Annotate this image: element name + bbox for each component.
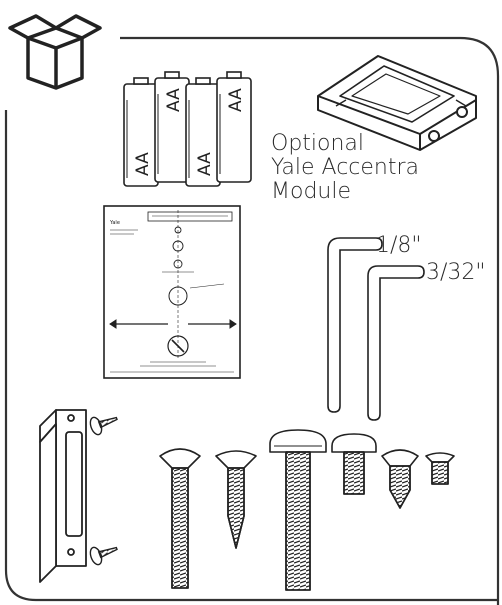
hex-key-large-label: 3/32" xyxy=(426,260,486,285)
module-label: Optional Yale Accentra Module xyxy=(271,132,419,204)
accentra-module-icon xyxy=(317,55,477,151)
screw-set xyxy=(159,429,455,591)
installation-template-icon: Yale xyxy=(103,205,241,379)
battery xyxy=(154,71,190,183)
svg-text:Yale: Yale xyxy=(109,220,120,226)
battery-label: AA xyxy=(164,88,184,112)
screw-icon xyxy=(89,416,118,566)
hex-key-icon xyxy=(327,237,425,421)
open-box-icon xyxy=(8,14,102,90)
module-label-line1: Optional xyxy=(271,131,365,156)
screw-icon xyxy=(425,452,455,485)
module-label-line2: Yale Accentra xyxy=(271,155,420,180)
screw-icon xyxy=(269,429,327,591)
screw-icon xyxy=(381,449,419,509)
aa-batteries xyxy=(123,71,252,187)
screw-icon xyxy=(215,450,257,549)
battery xyxy=(216,71,252,183)
contents-frame xyxy=(4,36,500,605)
hex-key-small-label: 1/8" xyxy=(376,233,422,258)
screw-icon xyxy=(331,433,377,495)
strike-plate-icon xyxy=(39,409,87,583)
battery-label: AA xyxy=(195,152,215,176)
battery-label: AA xyxy=(133,152,153,176)
module-label-line3: Module xyxy=(271,179,351,204)
battery-label: AA xyxy=(226,88,246,112)
screw-icon xyxy=(159,448,201,589)
